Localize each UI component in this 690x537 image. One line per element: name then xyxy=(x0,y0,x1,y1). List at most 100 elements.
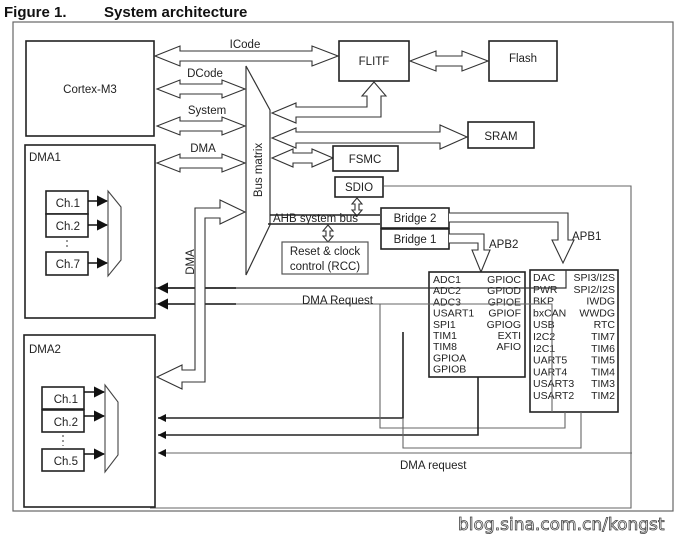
apb1-periph-usb: USB xyxy=(533,319,555,331)
dma2-ch1-box xyxy=(41,386,85,410)
dma2-request-arrowhead-3 xyxy=(158,449,166,457)
apb1-periph-uart5: UART5 xyxy=(533,355,567,367)
apb1-periph-tim3: TIM3 xyxy=(591,378,615,390)
apb1-periph-tim5: TIM5 xyxy=(591,355,615,367)
figure-title: System architecture xyxy=(104,4,247,21)
apb1-peripherals-block: DACPWRBKPbxCANUSBI2C2I2C1UART5UART4USART… xyxy=(529,269,619,413)
busmatrix-sram-arrow xyxy=(270,124,469,150)
apb1-bus-arrow: APB1 xyxy=(449,212,601,265)
apb1-periph-usart2: USART2 xyxy=(533,390,574,402)
ahb-label: AHB system bus xyxy=(273,213,358,225)
apb2-periph-gpioe: GPIOE xyxy=(488,296,521,308)
apb2-periph-gpioa: GPIOA xyxy=(433,352,466,364)
sram-block: SRAM xyxy=(467,121,535,149)
dma2-request-arrowhead-1 xyxy=(158,414,166,422)
apb1-periph-i2c1: I2C1 xyxy=(533,343,555,355)
ahb-rcc-arrow xyxy=(321,224,335,243)
dma1-arbiter xyxy=(107,189,122,278)
dcode-label: DCode xyxy=(187,68,223,80)
bridge2-block: Bridge 2 xyxy=(380,207,450,229)
dma1-ch1-label: Ch.1 xyxy=(56,198,80,210)
dma-request-upper-label: DMA Request xyxy=(302,295,374,307)
dma1-block: DMA1 Ch.1 Ch.2 Ch.7 xyxy=(24,144,156,319)
apb1-periph-tim4: TIM4 xyxy=(591,366,615,378)
flitf-flash-arrow xyxy=(408,50,490,72)
dma2-bus-arrow: DMA xyxy=(155,199,247,390)
dma-request-upper-line-2 xyxy=(150,303,553,412)
dma2-request-line-2 xyxy=(158,377,479,436)
fsmc-label: FSMC xyxy=(349,154,382,166)
apb1-periph-spi3-i2s: SPI3/I2S xyxy=(574,272,615,284)
dcode-bus-arrow: DCode xyxy=(155,68,247,99)
dma-label: DMA xyxy=(190,143,216,155)
dma2-request-line-apb1 xyxy=(379,304,566,429)
apb1-periph-tim6: TIM6 xyxy=(591,343,615,355)
apb1-periph-wwdg: WWDG xyxy=(579,307,615,319)
dma2-ch5-box xyxy=(41,448,85,472)
apb2-periph-adc3: ADC3 xyxy=(433,296,461,308)
apb1-periph-tim2: TIM2 xyxy=(591,390,615,402)
outer-frame xyxy=(12,21,674,512)
dma1-ch7-label: Ch.7 xyxy=(56,259,80,271)
apb1-periph-spi2-i2s: SPI2/I2S xyxy=(574,284,615,296)
apb1-periph-dac: DAC xyxy=(533,272,556,284)
flitf-block: FLITF xyxy=(338,40,410,82)
sdio-dma-request-line xyxy=(150,185,632,509)
rcc-block: Reset & clock control (RCC) xyxy=(281,241,369,275)
rcc-label-line2: control (RCC) xyxy=(290,261,360,273)
apb2-periph-tim8: TIM8 xyxy=(433,341,457,353)
apb1-periph-rtc: RTC xyxy=(594,319,616,331)
dma2-block: DMA2 Ch.1 Ch.2 Ch.5 xyxy=(23,334,156,508)
apb2-periph-spi1: SPI1 xyxy=(433,319,456,331)
apb2-periph-afio: AFIO xyxy=(496,341,521,353)
apb2-periph-exti: EXTI xyxy=(498,330,521,342)
bus-matrix-block: Bus matrix xyxy=(245,65,271,276)
ahb-system-bus: AHB system bus xyxy=(268,213,380,225)
apb2-peripherals-block: ADC1ADC2ADC3USART1SPI1TIM1TIM8GPIOAGPIOB… xyxy=(428,271,526,378)
apb1-periph-bxcan: bxCAN xyxy=(533,307,566,319)
flitf-label: FLITF xyxy=(359,56,390,68)
dma2-arbiter xyxy=(104,383,119,474)
apb1-periph-i2c2: I2C2 xyxy=(533,331,555,343)
dma-request-lower-label: DMA request xyxy=(400,460,467,472)
apb1-periph-iwdg: IWDG xyxy=(586,296,615,308)
sdio-block: SDIO xyxy=(334,176,384,198)
cortex-m3-block: Cortex-M3 xyxy=(25,40,155,137)
apb2-periph-adc1: ADC1 xyxy=(433,274,461,286)
dma-bus-arrow: DMA xyxy=(155,143,247,173)
watermark-text: blog.sina.com.cn/kongst xyxy=(458,515,665,535)
apb1-periph-usart3: USART3 xyxy=(533,378,574,390)
apb2-periph-tim1: TIM1 xyxy=(433,330,457,342)
icode-label: ICode xyxy=(230,39,261,51)
bridge1-label: Bridge 1 xyxy=(394,234,437,246)
dma1-ch2-label: Ch.2 xyxy=(56,221,80,233)
apb1-periph-uart4: UART4 xyxy=(533,366,567,378)
fsmc-block: FSMC xyxy=(332,145,399,172)
busmatrix-flitf-arrow xyxy=(270,81,388,124)
flash-block: Flash xyxy=(488,40,558,82)
bus-matrix-label: Bus matrix xyxy=(253,143,265,198)
sram-label: SRAM xyxy=(484,131,517,143)
apb2-periph-gpiod: GPIOD xyxy=(487,285,521,297)
apb2-periph-gpioc: GPIOC xyxy=(487,274,521,286)
busmatrix-fsmc-arrow xyxy=(270,148,335,168)
sdio-label: SDIO xyxy=(345,182,373,194)
dma1-label: DMA1 xyxy=(29,152,61,164)
dma2-ch5-label: Ch.5 xyxy=(54,456,78,468)
apb1-periph-bkp: BKP xyxy=(533,296,554,308)
flash-label: Flash xyxy=(509,53,537,65)
sdio-ahb-arrow xyxy=(350,197,364,217)
dma2-ch1-label: Ch.1 xyxy=(54,394,78,406)
dma-request-apb1-return xyxy=(402,412,582,449)
apb2-periph-gpiof: GPIOF xyxy=(488,308,521,320)
bridge1-block: Bridge 1 xyxy=(380,228,450,250)
apb2-periph-gpiog: GPIOG xyxy=(487,319,521,331)
apb1-label: APB1 xyxy=(572,231,601,243)
dma-request-upper-line xyxy=(150,270,567,289)
rcc-label-line1: Reset & clock xyxy=(290,246,361,258)
apb2-bus-arrow: APB2 xyxy=(449,233,518,274)
system-label: System xyxy=(188,105,226,117)
apb2-periph-gpiob: GPIOB xyxy=(433,364,466,376)
apb1-periph-tim7: TIM7 xyxy=(591,331,615,343)
